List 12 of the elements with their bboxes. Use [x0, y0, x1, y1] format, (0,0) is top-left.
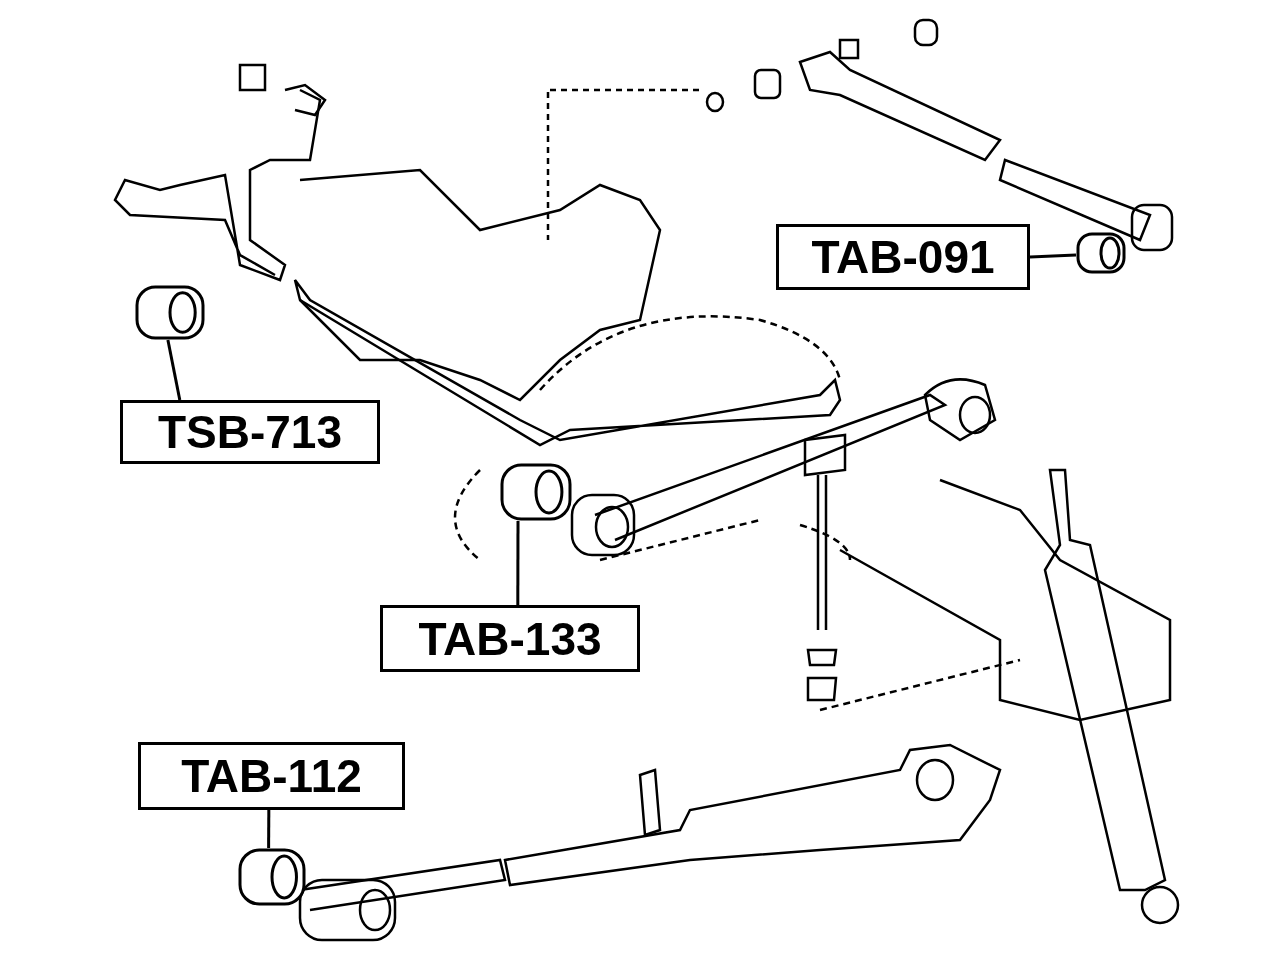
- part-number-box: [380, 605, 640, 672]
- part-number-box: [138, 742, 405, 810]
- part-number-box: [120, 400, 380, 464]
- part-number-box: [776, 224, 1030, 290]
- leader-line: [166, 339, 182, 401]
- part-number: TAB-091: [811, 230, 995, 284]
- leader-line: [516, 521, 520, 605]
- leader-line: [1029, 253, 1077, 259]
- part-number: TAB-133: [418, 611, 602, 666]
- part-number: TSB-713: [157, 405, 343, 459]
- leader-line: [267, 810, 271, 848]
- part-number: TAB-112: [181, 749, 362, 803]
